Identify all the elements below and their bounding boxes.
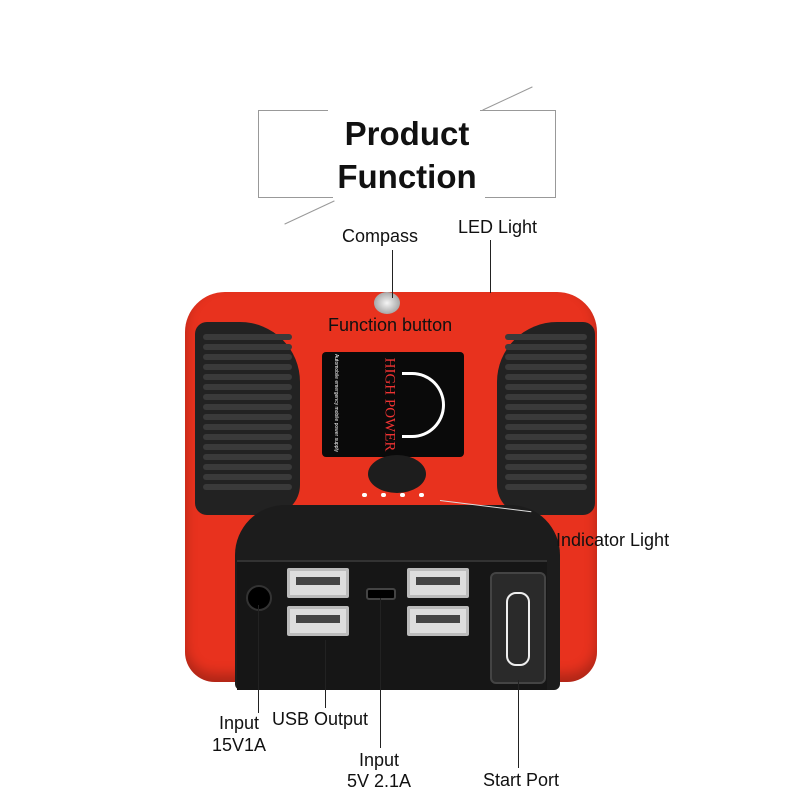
frame-top bbox=[258, 110, 328, 111]
title-line2: Function bbox=[337, 158, 477, 195]
label-input-15v-line1: Input bbox=[219, 713, 260, 733]
brand-name: HIGH POWER bbox=[381, 357, 398, 452]
label-indicator-light: Indicator Light bbox=[556, 530, 670, 550]
leader-usb bbox=[325, 640, 326, 708]
usb-port[interactable] bbox=[287, 568, 349, 598]
frame-diag-top bbox=[482, 86, 533, 111]
label-input-15v-line2: 15V1A bbox=[212, 735, 267, 755]
label-input-5v-line1: Input bbox=[359, 750, 400, 770]
compass bbox=[374, 292, 400, 314]
right-grip bbox=[497, 322, 595, 515]
frame-left bbox=[258, 110, 259, 198]
usb-port[interactable] bbox=[287, 606, 349, 636]
leader-input-15v bbox=[258, 605, 259, 713]
brand-tagline: Automobile emergency mobile power supply bbox=[333, 353, 340, 453]
frame-top-right bbox=[480, 110, 556, 111]
usb-port[interactable] bbox=[407, 606, 469, 636]
label-function-button: Function button bbox=[328, 315, 453, 335]
leader-input-5v bbox=[380, 598, 381, 748]
dc-input-port[interactable] bbox=[246, 585, 272, 611]
indicator-lights bbox=[362, 493, 442, 499]
start-port[interactable] bbox=[490, 572, 546, 684]
brand-screen: HIGH POWER Automobile emergency mobile p… bbox=[322, 352, 464, 457]
frame-bottom bbox=[258, 197, 333, 198]
label-usb-output: USB Output bbox=[272, 709, 369, 729]
left-grip bbox=[195, 322, 300, 515]
car-icon bbox=[506, 592, 530, 666]
leader-start bbox=[518, 680, 519, 768]
frame-bottom-right bbox=[485, 197, 555, 198]
frame-right bbox=[555, 110, 556, 198]
label-start-port: Start Port bbox=[483, 770, 560, 790]
car-logo-icon bbox=[402, 372, 445, 438]
leader-compass bbox=[392, 250, 393, 298]
leader-led bbox=[490, 240, 491, 293]
function-button[interactable] bbox=[368, 455, 426, 493]
indicator-led bbox=[362, 493, 367, 497]
indicator-led bbox=[381, 493, 386, 497]
title-line1: Product bbox=[344, 115, 470, 152]
indicator-led bbox=[400, 493, 405, 497]
usb-port[interactable] bbox=[407, 568, 469, 598]
label-led-light: LED Light bbox=[458, 217, 538, 237]
frame-diag-bottom bbox=[284, 200, 335, 225]
label-input-5v-line2: 5V 2.1A bbox=[347, 771, 412, 791]
indicator-led bbox=[419, 493, 424, 497]
micro-usb-port[interactable] bbox=[366, 588, 396, 600]
label-compass: Compass bbox=[342, 226, 419, 246]
